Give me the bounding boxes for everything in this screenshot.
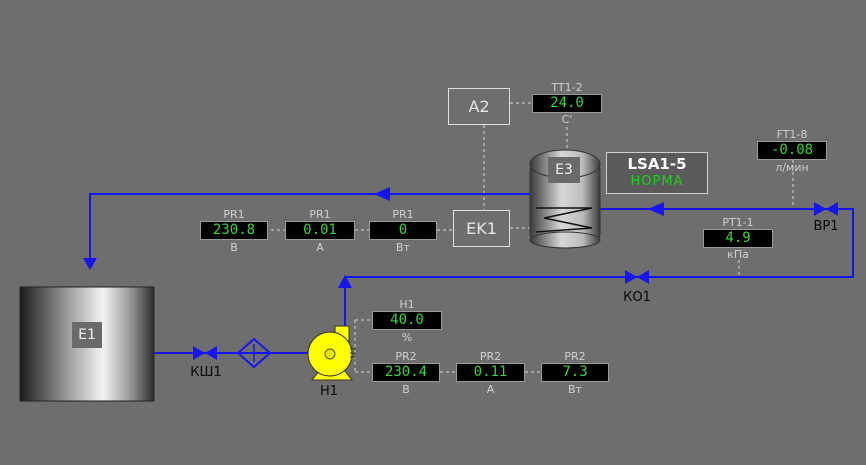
- pr1-current-tag: PR1: [309, 208, 331, 221]
- h1-value: 40.0: [372, 311, 442, 330]
- valve-vr1-label: ВР1: [813, 219, 839, 234]
- flow-arrows: [83, 187, 664, 288]
- pump-h1-label: H1: [319, 384, 339, 399]
- valve-ko1-icon[interactable]: [625, 270, 649, 284]
- pr1-voltage-unit: В: [230, 241, 238, 254]
- pr1-voltage-value: 230.8: [200, 221, 268, 240]
- filter-icon[interactable]: [236, 337, 272, 369]
- tt1-2-value: 24.0: [532, 94, 602, 113]
- valve-ksh1-label: КШ1: [190, 365, 222, 380]
- tt1-2-unit: C': [561, 113, 573, 126]
- pr2-current-tag: PR2: [479, 350, 502, 363]
- heater-ek1[interactable]: EK1: [453, 210, 510, 247]
- pr2-voltage-tag: PR2: [395, 350, 417, 363]
- pump-h1-icon[interactable]: [307, 325, 356, 381]
- block-a2[interactable]: A2: [448, 88, 510, 125]
- signal-lines: [265, 102, 794, 373]
- pr2-power-value: 7.3: [541, 363, 609, 382]
- pt1-1-tag: PT1-1: [722, 216, 754, 229]
- pt1-1-value: 4.9: [703, 229, 773, 248]
- ft1-8-value: -0.08: [757, 141, 827, 160]
- pr2-power-tag: PR2: [564, 350, 586, 363]
- pr1-power-tag: PR1: [392, 208, 414, 221]
- pr2-voltage-value: 230.4: [372, 363, 440, 382]
- alarm-lsa1-5[interactable]: LSA1-5 НОРМА: [606, 152, 708, 194]
- vessel-e3-tag: E3: [548, 157, 580, 183]
- alarm-status: НОРМА: [630, 174, 684, 189]
- pr1-power-value: 0: [369, 221, 437, 240]
- ft1-8-tag: FT1-8: [776, 128, 808, 141]
- pr2-current-value: 0.11: [456, 363, 525, 382]
- ft1-8-unit: л/мин: [775, 161, 809, 174]
- h1-unit: %: [401, 331, 413, 344]
- alarm-tag: LSA1-5: [627, 155, 687, 173]
- pr1-voltage-tag: PR1: [223, 208, 245, 221]
- pt1-1-unit: кПа: [727, 248, 749, 261]
- pr2-voltage-unit: В: [402, 383, 410, 396]
- tt1-2-tag: TT1-2: [551, 81, 583, 94]
- pr2-power-unit: Вт: [568, 383, 582, 396]
- pr1-current-unit: А: [316, 241, 324, 254]
- tank-e1-tag: E1: [72, 322, 102, 348]
- h1-tag: H1: [399, 298, 415, 311]
- pr2-current-unit: А: [486, 383, 495, 396]
- valve-ko1-label: КО1: [623, 290, 651, 305]
- pr1-current-value: 0.01: [285, 221, 355, 240]
- pr1-power-unit: Вт: [396, 241, 410, 254]
- valve-ksh1-icon[interactable]: [193, 346, 217, 360]
- valve-vr1-icon[interactable]: [814, 202, 838, 216]
